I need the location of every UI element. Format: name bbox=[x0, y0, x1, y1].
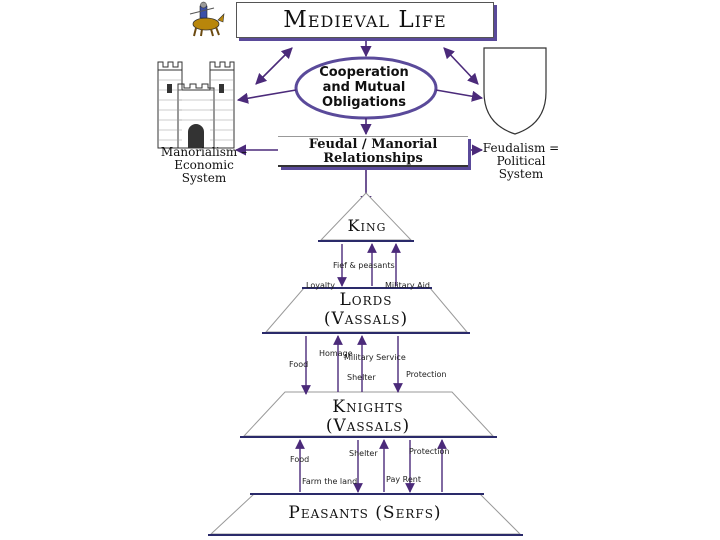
feudalism-line-1: Feudalism = bbox=[482, 141, 560, 155]
manorialism-line-3: System bbox=[181, 171, 227, 185]
tier-lords-line-2: (Vassals) bbox=[323, 309, 409, 329]
label-food-2: Food bbox=[290, 455, 310, 464]
castle-icon bbox=[157, 61, 235, 149]
relationships-box: Feudal / Manorial Relationships bbox=[278, 136, 468, 167]
cooperation-label: Cooperation and Mutual Obligations bbox=[298, 65, 430, 110]
feudalism-label: Feudalism = Political System bbox=[476, 142, 566, 181]
label-shelter-2: Shelter bbox=[349, 449, 378, 458]
label-military-service: Military Service bbox=[344, 353, 406, 362]
label-farm-the-land: Farm the land bbox=[302, 477, 358, 486]
manorialism-label: Manorialism – Economic System bbox=[156, 146, 252, 185]
cooperation-line-3: Obligations bbox=[322, 95, 406, 110]
relationships-line-2: Relationships bbox=[323, 151, 423, 166]
cooperation-line-1: Cooperation bbox=[319, 65, 409, 80]
tier-lords: Lords (Vassals) bbox=[286, 291, 446, 329]
title-box: Medieval Life bbox=[236, 2, 494, 38]
tier-king: King bbox=[347, 216, 387, 235]
tier-lords-line-1: Lords bbox=[339, 290, 393, 310]
tier-knights-line-1: Knights bbox=[332, 397, 404, 417]
label-homage: Homage bbox=[319, 349, 353, 358]
cooperation-line-2: and Mutual bbox=[322, 80, 406, 95]
manorialism-line-2: Economic bbox=[174, 158, 234, 172]
arrow-title-right bbox=[443, 47, 479, 85]
label-protection-2: Protection bbox=[409, 447, 450, 456]
feudalism-line-3: System bbox=[498, 167, 544, 181]
label-protection-1: Protection bbox=[406, 370, 447, 379]
label-food-1: Food bbox=[289, 360, 309, 369]
arrow-oval-castle bbox=[236, 89, 297, 104]
label-military-aid: Military Aid bbox=[385, 281, 430, 290]
label-fief-peasants: Fief & peasants bbox=[333, 261, 395, 270]
page-title: Medieval Life bbox=[283, 7, 447, 33]
arrow-oval-shield bbox=[435, 89, 484, 102]
shield-icon bbox=[483, 47, 547, 135]
tier-peasants: Peasants (Serfs) bbox=[288, 503, 442, 523]
tier-knights-line-2: (Vassals) bbox=[325, 416, 411, 436]
relationships-line-1: Feudal / Manorial bbox=[308, 137, 438, 152]
label-loyalty: Loyalty bbox=[306, 281, 335, 290]
label-shelter-1: Shelter bbox=[347, 373, 376, 382]
arrow-title-left bbox=[255, 47, 293, 85]
mounted-knight-icon bbox=[189, 1, 225, 37]
label-pay-rent: Pay Rent bbox=[386, 475, 421, 484]
tier-knights: Knights (Vassals) bbox=[284, 398, 452, 436]
feudalism-line-2: Political bbox=[496, 154, 546, 168]
manorialism-line-1: Manorialism – bbox=[160, 145, 248, 159]
